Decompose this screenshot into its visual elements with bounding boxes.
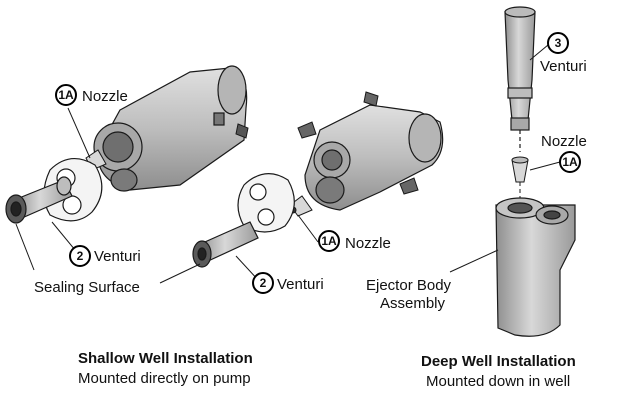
nozzle-label-left: Nozzle: [82, 88, 128, 105]
shallow-ejector-body-left: [93, 65, 248, 192]
bolt-left: [235, 123, 249, 139]
venturi-left: [5, 176, 73, 224]
deep-well-title: Deep Well Installation: [421, 353, 576, 370]
deep-ejector-body: [495, 197, 576, 337]
badge-3-text: 3: [554, 36, 562, 50]
venturi-label-mid: Venturi: [277, 276, 324, 293]
gasket-mid: [237, 173, 295, 233]
leader-lines: [15, 44, 561, 284]
venturi-mid: [192, 221, 259, 268]
deep-nozzle: [511, 156, 529, 202]
badge-1a-mid: 1A: [318, 230, 340, 252]
badge-2-mid: 2: [252, 272, 274, 294]
deep-well-subtitle: Mounted down in well: [426, 373, 571, 390]
badge-1a-right: 1A: [559, 151, 581, 173]
ejector-body-label-line1: Ejector Body: [366, 277, 452, 294]
badge-2-left: 2: [69, 245, 91, 267]
sealing-surface-label: Sealing Surface: [34, 279, 140, 296]
badge-1a-right-text: 1A: [562, 155, 578, 169]
badge-2-left-text: 2: [76, 249, 84, 263]
venturi-label-right: Venturi: [540, 58, 587, 75]
shallow-ejector-body-mid: [304, 104, 444, 211]
venturi-label-left: Venturi: [94, 248, 141, 265]
ejector-body-label-line2: Assembly: [380, 295, 446, 312]
badge-1a-left: 1A: [55, 84, 77, 106]
shallow-well-subtitle: Mounted directly on pump: [78, 370, 251, 387]
shallow-well-title: Shallow Well Installation: [78, 350, 253, 367]
badge-1a-mid-text: 1A: [321, 234, 337, 248]
bolts-mid: [297, 91, 419, 195]
deep-venturi-tube: [504, 6, 536, 152]
nozzle-label-mid: Nozzle: [345, 235, 391, 252]
badge-1a-left-text: 1A: [58, 88, 74, 102]
badge-3: 3: [547, 32, 569, 54]
badge-2-mid-text: 2: [259, 276, 267, 290]
nozzle-label-right: Nozzle: [541, 133, 587, 150]
